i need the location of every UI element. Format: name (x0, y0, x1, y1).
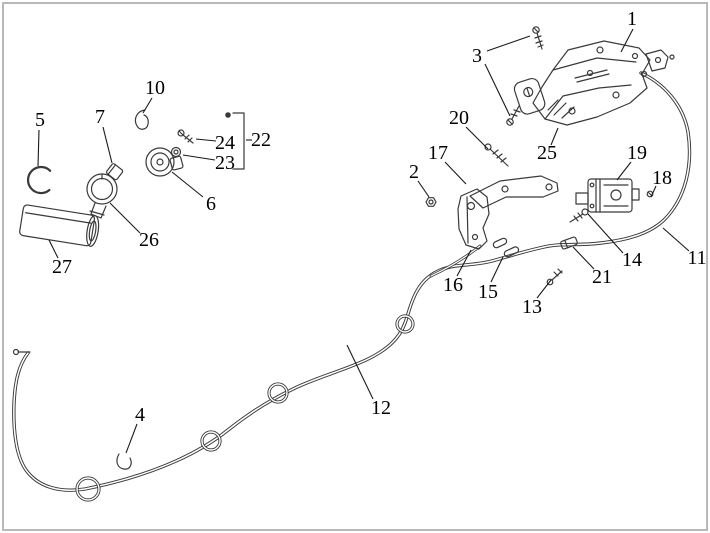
cable-loops (75, 314, 415, 502)
leader-lines (37, 28, 690, 454)
leader-line-5 (37, 129, 40, 167)
part-7-spacer (105, 163, 124, 181)
callout-20: 20 (449, 107, 469, 129)
part-6-lock-cap (145, 147, 184, 177)
callout-4: 4 (135, 404, 145, 426)
group-bracket-22 (225, 112, 245, 170)
part-27-sleeve (19, 204, 100, 247)
callout-11: 11 (687, 247, 707, 269)
part-17-bracket (457, 175, 559, 250)
leader-line-19 (616, 161, 632, 181)
part-3-screws (506, 26, 544, 126)
leader-line-27 (48, 239, 59, 259)
callout-26: 26 (139, 229, 159, 251)
callout-25: 25 (537, 142, 557, 164)
part-15-pin (503, 246, 520, 258)
callout-10: 10 (145, 77, 165, 99)
leader-line-16 (456, 249, 472, 277)
leader-line-20 (465, 126, 489, 150)
callout-22: 22 (251, 129, 271, 151)
callout-21: 21 (592, 266, 612, 288)
callout-2: 2 (409, 161, 419, 183)
callout-23: 23 (215, 152, 235, 174)
leader-line-1 (620, 28, 634, 53)
callout-18: 18 (652, 167, 672, 189)
callout-6: 6 (206, 193, 216, 215)
part-24-screw (177, 129, 194, 144)
part-16-pin (492, 237, 508, 249)
leader-line-26 (109, 202, 141, 234)
part-4-clamp (116, 453, 132, 470)
part-19-actuator (575, 178, 640, 213)
leader-line-21 (572, 246, 595, 270)
callout-27: 27 (52, 256, 72, 278)
leader-line-15 (490, 256, 504, 283)
leader-line-7 (102, 126, 113, 164)
leader-line-11 (662, 227, 690, 252)
leader-line-25 (550, 127, 559, 146)
callout-16: 16 (443, 274, 463, 296)
leader-line-24 (195, 138, 217, 142)
part-20-bolt (484, 143, 509, 167)
part-25-mount-bracket (532, 40, 651, 126)
part-23-washer (170, 146, 182, 158)
leader-line-10 (142, 97, 153, 114)
cable-end-fitting (12, 348, 31, 356)
part-26-clamp (86, 173, 118, 219)
leader-line-4 (125, 423, 138, 454)
callout-24: 24 (215, 132, 235, 154)
callout-5: 5 (35, 109, 45, 131)
callout-14: 14 (622, 249, 642, 271)
callout-7: 7 (95, 106, 105, 128)
leader-line-2 (417, 180, 430, 198)
leader-line-3 (484, 63, 511, 117)
callout-15: 15 (478, 281, 498, 303)
leader-line-14 (587, 213, 624, 254)
leader-line-6 (171, 171, 204, 198)
part-1-latch-plate (645, 49, 675, 72)
leader-line-3 (486, 35, 531, 52)
leader-line-17 (444, 161, 467, 185)
control-cable-art (12, 70, 692, 492)
part-5-spring-clip (26, 165, 52, 195)
callout-13: 13 (522, 296, 542, 318)
part-13-bolt (546, 268, 563, 286)
part-21-coupler (560, 236, 578, 250)
callout-19: 19 (627, 142, 647, 164)
part-2-nut (425, 197, 437, 207)
leader-line-13 (536, 279, 552, 299)
callout-1: 1 (627, 8, 637, 30)
callout-3: 3 (472, 45, 482, 67)
leader-line-18 (650, 185, 657, 198)
leader-line-12 (346, 344, 374, 400)
part-lock-cylinder (513, 77, 546, 115)
part-14-screw (569, 208, 589, 223)
leader-line-23 (182, 154, 216, 161)
callout-17: 17 (428, 142, 448, 164)
callout-12: 12 (371, 397, 391, 419)
part-10-clip (134, 109, 149, 130)
